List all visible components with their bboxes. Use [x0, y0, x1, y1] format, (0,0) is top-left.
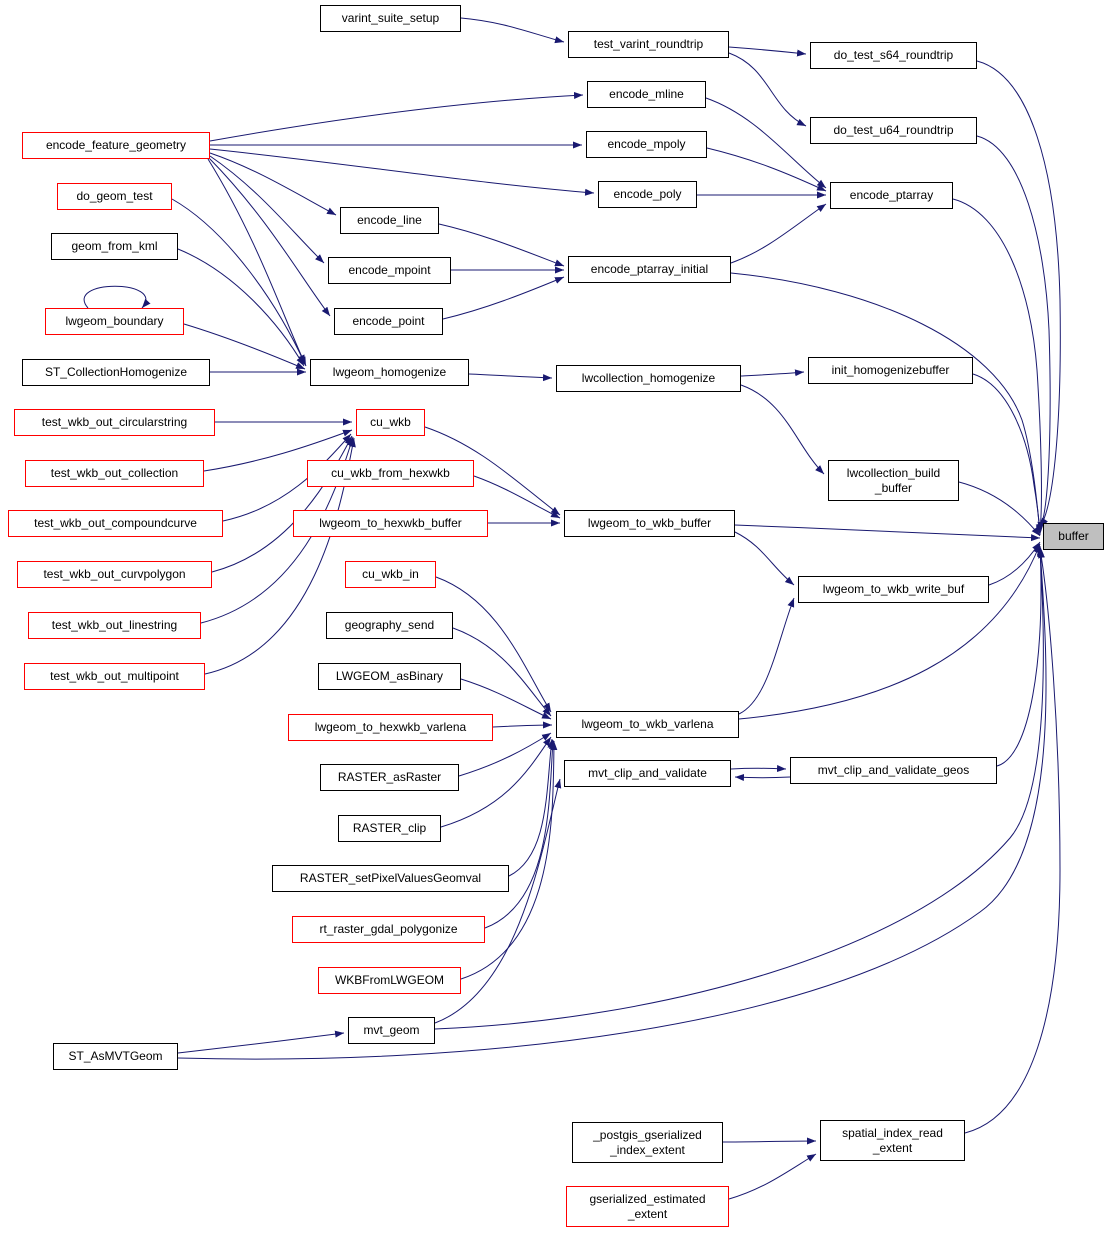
- node-mvt_clip_and_validate_geos[interactable]: mvt_clip_and_validate_geos: [790, 757, 997, 784]
- node-RASTER_setPixelValuesGeomval[interactable]: RASTER_setPixelValuesGeomval: [272, 865, 509, 892]
- node-lwcollection_homogenize[interactable]: lwcollection_homogenize: [556, 365, 741, 392]
- edge-varint_suite_setup--test_varint_roundtrip: [460, 17, 565, 44]
- node-encode_ptarray_initial[interactable]: encode_ptarray_initial: [568, 256, 731, 283]
- edge-do_test_s64_roundtrip--buffer: [976, 60, 1061, 528]
- node-lwgeom_to_hexwkb_varlena[interactable]: lwgeom_to_hexwkb_varlena: [288, 714, 493, 741]
- edge-ST_AsMVTGeom--buffer: [177, 547, 1047, 1060]
- node-do_test_u64_roundtrip[interactable]: do_test_u64_roundtrip: [810, 117, 977, 144]
- node-cu_wkb_from_hexwkb[interactable]: cu_wkb_from_hexwkb: [307, 460, 474, 487]
- node-encode_feature_geometry[interactable]: encode_feature_geometry: [22, 132, 210, 159]
- edge-ST_AsMVTGeom--mvt_geom: [177, 1030, 345, 1054]
- edge-encode_feature_geometry--encode_poly: [209, 148, 595, 196]
- edge-lwgeom_to_wkb_varlena--lwgeom_to_wkb_write_buf: [738, 597, 795, 715]
- node-varint_suite_setup[interactable]: varint_suite_setup: [320, 5, 461, 32]
- edge-init_homogenizebuffer--buffer: [972, 373, 1043, 536]
- edge-encode_ptarray_initial--encode_ptarray: [730, 203, 827, 264]
- node-init_homogenizebuffer[interactable]: init_homogenizebuffer: [808, 357, 973, 384]
- node-encode_line[interactable]: encode_line: [340, 207, 439, 234]
- edge-lwgeom_boundary--lwgeom_boundary: [83, 285, 151, 309]
- edge-encode_feature_geometry--encode_line: [209, 152, 337, 216]
- edge-mvt_clip_and_validate--mvt_clip_and_validate_geos: [730, 765, 787, 773]
- edge-encode_feature_geometry--encode_mpoint: [209, 155, 325, 264]
- node-geom_from_kml[interactable]: geom_from_kml: [51, 233, 178, 260]
- node-test_wkb_out_curvpolygon[interactable]: test_wkb_out_curvpolygon: [17, 561, 212, 588]
- edge-mvt_clip_and_validate_geos--mvt_clip_and_validate: [734, 773, 791, 781]
- node-lwgeom_to_wkb_buffer[interactable]: lwgeom_to_wkb_buffer: [564, 510, 735, 537]
- edge-lwcollection_homogenize--init_homogenizebuffer: [740, 369, 805, 377]
- edge-lwcollection_homogenize--lwcollection_build_buffer: [740, 384, 825, 475]
- node-spatial_index_read_extent[interactable]: spatial_index_read _extent: [820, 1120, 965, 1161]
- edge-mvt_geom--buffer: [434, 546, 1044, 1030]
- node-encode_mpoly[interactable]: encode_mpoly: [586, 131, 707, 158]
- node-lwcollection_build_buffer[interactable]: lwcollection_build _buffer: [828, 460, 959, 501]
- edge-do_test_u64_roundtrip--buffer: [976, 135, 1051, 530]
- edge-test_varint_roundtrip--do_test_s64_roundtrip: [728, 46, 807, 57]
- edge-lwgeom_homogenize--lwcollection_homogenize: [468, 373, 553, 382]
- edge-encode_feature_geometry--encode_mline: [209, 91, 584, 142]
- edge-spatial_index_read_extent--buffer: [964, 548, 1061, 1134]
- node-lwgeom_to_wkb_write_buf[interactable]: lwgeom_to_wkb_write_buf: [798, 576, 989, 603]
- edge-_postgis_gserialized_index_extent--spatial_index_read_extent: [722, 1137, 817, 1145]
- node-lwgeom_to_hexwkb_buffer[interactable]: lwgeom_to_hexwkb_buffer: [293, 510, 488, 537]
- node-ST_AsMVTGeom[interactable]: ST_AsMVTGeom: [53, 1043, 178, 1070]
- edge-lwgeom_to_wkb_write_buf--buffer: [988, 541, 1041, 586]
- node-lwgeom_homogenize[interactable]: lwgeom_homogenize: [310, 359, 469, 386]
- edge-WKBFromLWGEOM--lwgeom_to_wkb_varlena: [460, 740, 558, 980]
- edge-rt_raster_gdal_polygonize--lwgeom_to_wkb_varlena: [484, 739, 556, 929]
- edge-lwgeom_to_wkb_buffer--lwgeom_to_wkb_write_buf: [734, 531, 795, 586]
- edge-geography_send--lwgeom_to_wkb_varlena: [452, 627, 552, 717]
- node-test_varint_roundtrip[interactable]: test_varint_roundtrip: [568, 31, 729, 58]
- node-encode_mpoint[interactable]: encode_mpoint: [328, 257, 451, 284]
- node-test_wkb_out_linestring[interactable]: test_wkb_out_linestring: [28, 612, 201, 639]
- node-rt_raster_gdal_polygonize[interactable]: rt_raster_gdal_polygonize: [292, 916, 485, 943]
- edge-encode_feature_geometry--lwgeom_homogenize: [207, 158, 307, 367]
- node-gserialized_estimated_extent[interactable]: gserialized_estimated _extent: [566, 1186, 729, 1227]
- node-mvt_geom[interactable]: mvt_geom: [348, 1017, 435, 1044]
- node-buffer: buffer: [1043, 523, 1104, 550]
- edge-cu_wkb_in--lwgeom_to_wkb_varlena: [435, 576, 552, 713]
- edge-encode_mpoly--encode_ptarray: [706, 147, 827, 192]
- edge-geom_from_kml--lwgeom_homogenize: [177, 248, 305, 367]
- edge-lwgeom_to_wkb_buffer--buffer: [734, 524, 1041, 542]
- edge-test_varint_roundtrip--do_test_u64_roundtrip: [728, 52, 807, 127]
- node-encode_ptarray[interactable]: encode_ptarray: [830, 182, 953, 209]
- edge-gserialized_estimated_extent--spatial_index_read_extent: [728, 1153, 817, 1200]
- node-cu_wkb[interactable]: cu_wkb: [356, 409, 425, 436]
- node-geography_send[interactable]: geography_send: [326, 612, 453, 639]
- node-mvt_clip_and_validate[interactable]: mvt_clip_and_validate: [564, 760, 731, 787]
- edge-do_geom_test--lwgeom_homogenize: [171, 198, 306, 365]
- node-test_wkb_out_multipoint[interactable]: test_wkb_out_multipoint: [24, 663, 205, 690]
- node-WKBFromLWGEOM[interactable]: WKBFromLWGEOM: [318, 967, 461, 994]
- edge-mvt_clip_and_validate_geos--buffer: [996, 545, 1044, 767]
- node-lwgeom_boundary[interactable]: lwgeom_boundary: [45, 308, 184, 335]
- node-LWGEOM_asBinary[interactable]: LWGEOM_asBinary: [318, 663, 461, 690]
- node-test_wkb_out_circularstring[interactable]: test_wkb_out_circularstring: [14, 409, 215, 436]
- node-ST_CollectionHomogenize[interactable]: ST_CollectionHomogenize: [22, 359, 210, 386]
- edge-encode_point--encode_ptarray_initial: [442, 276, 565, 320]
- node-RASTER_asRaster[interactable]: RASTER_asRaster: [320, 764, 459, 791]
- edge-LWGEOM_asBinary--lwgeom_to_wkb_varlena: [460, 678, 552, 720]
- node-encode_mline[interactable]: encode_mline: [587, 81, 706, 108]
- node-_postgis_gserialized_index_extent[interactable]: _postgis_gserialized _index_extent: [572, 1122, 723, 1163]
- edge-encode_feature_geometry--encode_point: [208, 157, 331, 317]
- edge-RASTER_setPixelValuesGeomval--lwgeom_to_wkb_varlena: [508, 738, 555, 877]
- node-lwgeom_to_wkb_varlena[interactable]: lwgeom_to_wkb_varlena: [556, 711, 739, 738]
- node-test_wkb_out_compoundcurve[interactable]: test_wkb_out_compoundcurve: [8, 510, 223, 537]
- node-test_wkb_out_collection[interactable]: test_wkb_out_collection: [25, 460, 204, 487]
- node-do_test_s64_roundtrip[interactable]: do_test_s64_roundtrip: [810, 42, 977, 69]
- edge-lwcollection_build_buffer--buffer: [958, 481, 1041, 537]
- edge-encode_mline--encode_ptarray: [705, 97, 827, 189]
- edge-test_wkb_out_curvpolygon--cu_wkb: [211, 435, 353, 573]
- node-do_geom_test[interactable]: do_geom_test: [57, 183, 172, 210]
- node-RASTER_clip[interactable]: RASTER_clip: [338, 815, 441, 842]
- node-encode_point[interactable]: encode_point: [334, 308, 443, 335]
- edge-encode_line--encode_ptarray_initial: [438, 223, 565, 267]
- node-cu_wkb_in[interactable]: cu_wkb_in: [345, 561, 436, 588]
- edge-lwgeom_to_hexwkb_varlena--lwgeom_to_wkb_varlena: [492, 721, 553, 729]
- edge-lwgeom_to_wkb_varlena--buffer: [738, 543, 1041, 720]
- node-encode_poly[interactable]: encode_poly: [598, 181, 697, 208]
